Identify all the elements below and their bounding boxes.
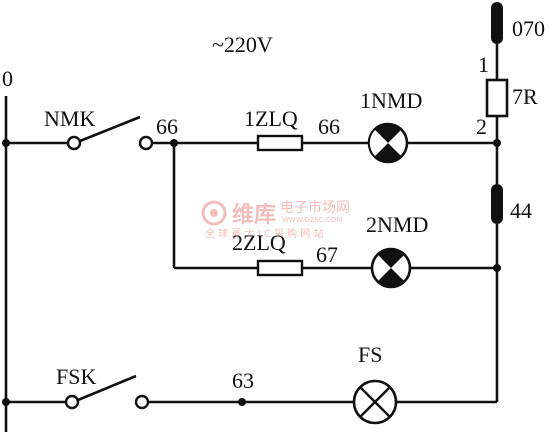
- fuse-1zlq: [256, 134, 304, 152]
- watermark-slogan: 全 球 最 大 I C 采 购 网 站: [205, 227, 324, 240]
- link-44: [491, 184, 503, 224]
- node-63-label: 63: [232, 368, 254, 393]
- nmk-contact-right: [138, 135, 154, 151]
- lamp-2nmd-label: 2NMD: [366, 212, 428, 237]
- nmk-switch-blade: [79, 115, 141, 143]
- lamp-fs-label: FS: [358, 342, 382, 367]
- switch-nmk-label: NMK: [44, 106, 95, 131]
- watermark-title: 电子市场网: [280, 199, 350, 216]
- switch-fsk-label: FSK: [56, 364, 96, 389]
- lamp-2nmd: [370, 247, 412, 289]
- watermark-logo-icon: [201, 200, 227, 226]
- node-67-label: 67: [316, 242, 338, 267]
- lamp-1nmd-label: 1NMD: [360, 88, 422, 113]
- resistor-name-label: 7R: [512, 84, 538, 109]
- watermark-url: WWW.DZSC.COM: [282, 216, 342, 224]
- node-66-label-b: 66: [318, 114, 340, 139]
- fsk-contact-left: [64, 394, 80, 410]
- resistor-pin2-label: 2: [476, 114, 487, 139]
- supply-label: ~220V: [212, 32, 273, 57]
- resistor-pin1-label: 1: [478, 52, 489, 77]
- fsk-contact-right: [134, 394, 150, 410]
- fuse-1zlq-label: 1ZLQ: [244, 106, 298, 131]
- fuse-2zlq: [256, 259, 304, 277]
- fuse-2zlq-label: 2ZLQ: [232, 230, 286, 255]
- terminal-right-label: 070: [512, 16, 545, 41]
- watermark: 维库 电子市场网 WWW.DZSC.COM 全 球 最 大 I C 采 购 网 …: [201, 199, 350, 240]
- resistor-7r: [485, 78, 509, 118]
- lamp-1nmd: [367, 122, 409, 164]
- terminal-070-link: [491, 2, 503, 44]
- lamp-fs: [352, 379, 398, 425]
- terminal-left-label: 0: [2, 66, 13, 91]
- node-44-label: 44: [510, 198, 532, 223]
- fsk-switch-blade: [77, 374, 137, 402]
- watermark-brand: 维库: [232, 202, 276, 228]
- nmk-contact-left: [66, 135, 82, 151]
- node-66-label-a: 66: [156, 114, 178, 139]
